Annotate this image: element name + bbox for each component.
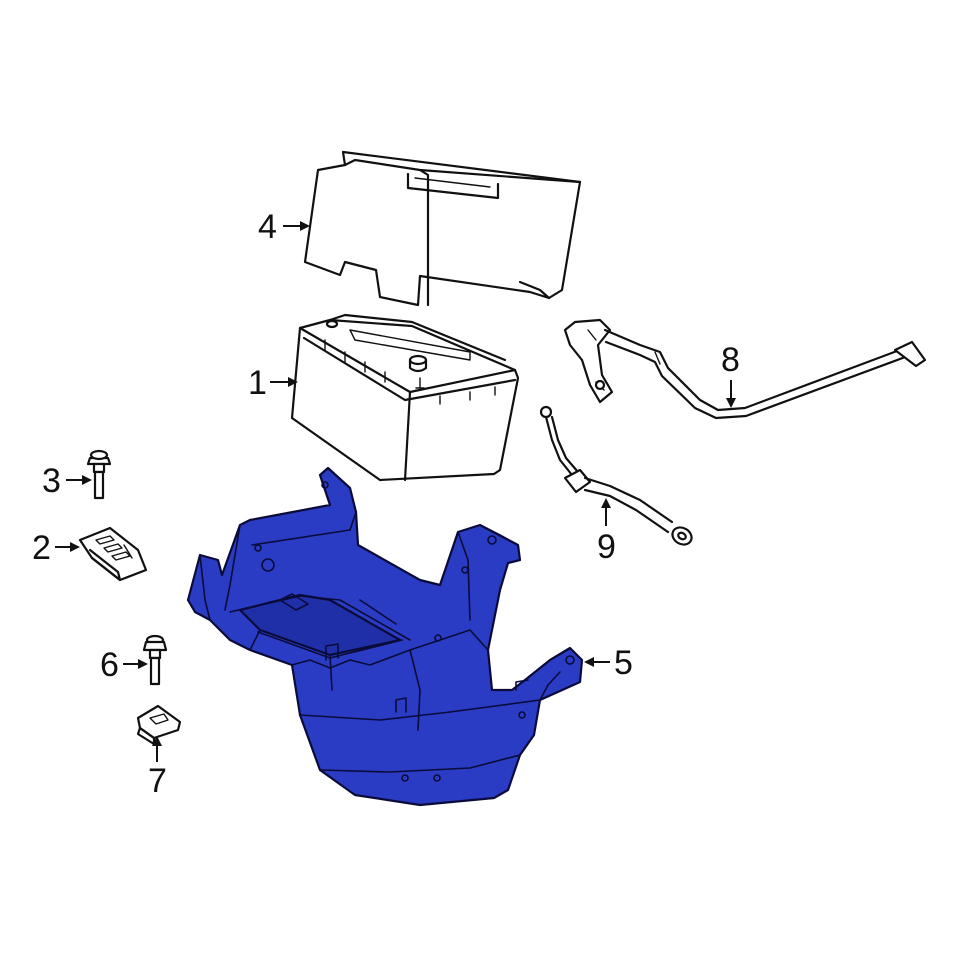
hold-down-bolt[interactable] [86, 449, 112, 500]
callout-2: 2 [32, 529, 51, 567]
positive-battery-cable[interactable] [563, 318, 927, 420]
callout-4: 4 [258, 208, 277, 246]
callout-9: 9 [597, 528, 616, 566]
callout-3: 3 [42, 462, 61, 500]
callout-7: 7 [148, 762, 167, 800]
battery-hold-down-clamp[interactable] [78, 526, 148, 582]
battery-tray[interactable] [186, 466, 584, 807]
callout-arrows [55, 221, 736, 762]
callout-1: 1 [248, 364, 267, 402]
tray-bolt[interactable] [142, 634, 168, 686]
callout-5: 5 [614, 644, 633, 682]
callout-8: 8 [721, 341, 740, 379]
negative-battery-cable[interactable] [539, 405, 695, 548]
battery[interactable] [290, 313, 520, 482]
battery-insulator-cover[interactable] [303, 150, 582, 307]
clip-nut[interactable] [136, 704, 182, 746]
callout-6: 6 [100, 646, 119, 684]
